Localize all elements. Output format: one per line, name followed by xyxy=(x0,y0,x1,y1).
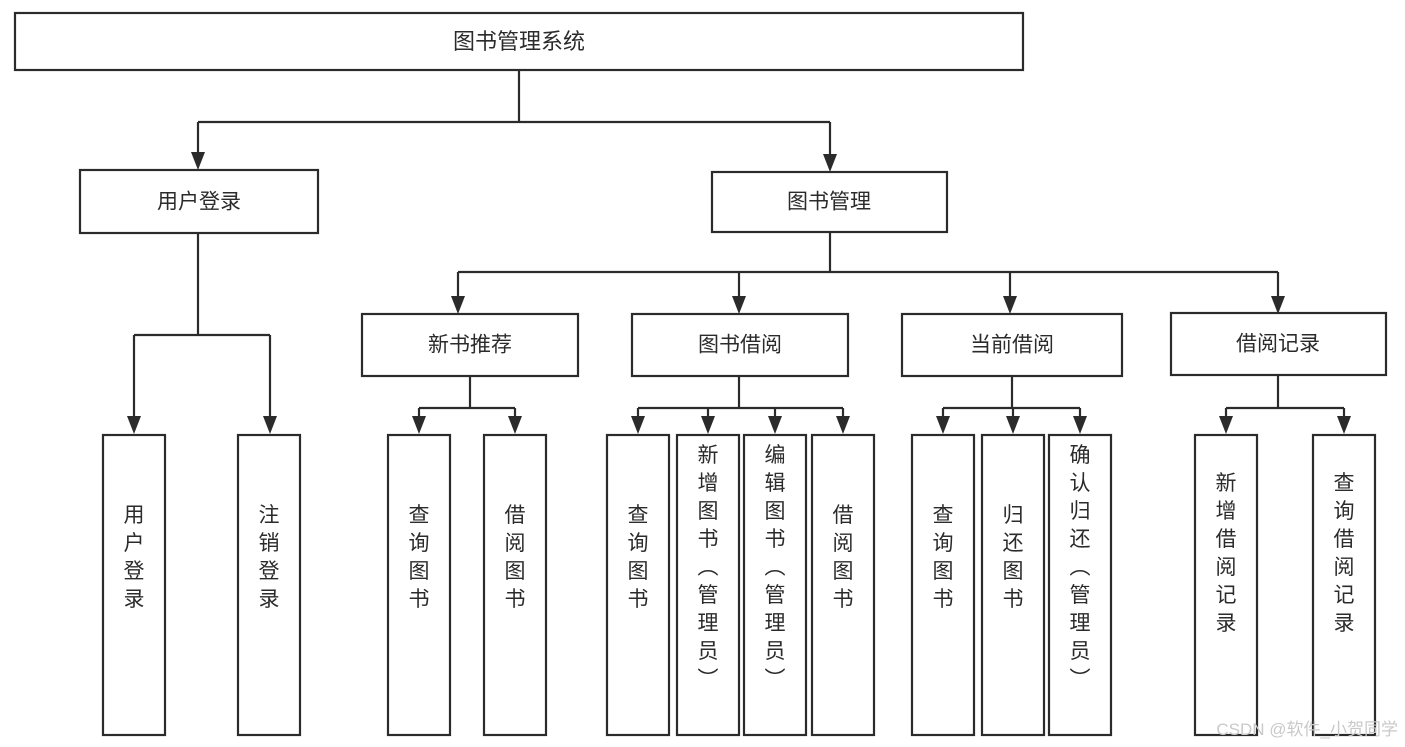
arrowhead-leaf-logout xyxy=(263,416,277,434)
node-new-book-recommend-label: 新书推荐 xyxy=(428,334,512,357)
arrowhead-book-borrow xyxy=(732,296,746,314)
node-book-manage-label: 图书管理 xyxy=(787,191,871,214)
node-book-borrow-box[interactable] xyxy=(630,312,850,378)
leaf-user-login-label: 用户登录 xyxy=(124,504,145,611)
node-book-manage-box[interactable] xyxy=(710,170,949,234)
node-new-book-recommend[interactable]: 新书推荐 xyxy=(360,312,580,378)
leaf-add-record-box[interactable] xyxy=(1193,433,1259,737)
arrowhead-leaf-confirm-return xyxy=(1073,416,1087,434)
leaf-add-book-label: 新增图书︵管理员︶ xyxy=(698,444,719,691)
node-borrow-record[interactable]: 借阅记录 xyxy=(1169,311,1388,377)
leaf-user-login[interactable]: 用户登录 xyxy=(101,433,167,737)
leaf-borrow-book-2[interactable]: 借阅图书 xyxy=(810,433,876,737)
leaf-add-book-box[interactable] xyxy=(675,433,741,737)
node-current-borrow[interactable]: 当前借阅 xyxy=(900,312,1124,378)
leaf-logout-login[interactable]: 注销登录 xyxy=(236,433,302,737)
leaf-query-record[interactable]: 查询借阅记录 xyxy=(1311,433,1377,737)
leaf-edit-book[interactable]: 编辑图书︵管理员︶ xyxy=(742,433,808,737)
leaf-return-book-box[interactable] xyxy=(980,433,1046,737)
leaf-borrow-book-1[interactable]: 借阅图书 xyxy=(482,433,548,737)
arrowhead-user-login xyxy=(191,152,205,170)
node-user-login-box[interactable] xyxy=(78,168,320,235)
leaf-query-book-3-box[interactable] xyxy=(910,433,976,737)
leaf-borrow-book-2-label: 借阅图书 xyxy=(833,504,854,611)
arrowhead-book-manage xyxy=(823,154,837,172)
node-current-borrow-label: 当前借阅 xyxy=(970,334,1054,357)
arrowhead-borrow-record xyxy=(1271,296,1285,314)
leaf-query-book-1[interactable]: 查询图书 xyxy=(386,433,452,737)
arrowhead-leaf-query-book-2 xyxy=(631,416,645,434)
node-borrow-record-label: 借阅记录 xyxy=(1236,333,1320,356)
node-root[interactable]: 图书管理系统 xyxy=(13,11,1025,72)
leaf-logout-login-box[interactable] xyxy=(236,433,302,737)
leaf-borrow-book-2-box[interactable] xyxy=(810,433,876,737)
arrowhead-leaf-borrow-book-2 xyxy=(836,416,850,434)
leaf-return-book[interactable]: 归还图书 xyxy=(980,433,1046,737)
node-user-login[interactable]: 用户登录 xyxy=(78,168,320,235)
leaf-query-book-3[interactable]: 查询图书 xyxy=(910,433,976,737)
leaf-query-book-3-label: 查询图书 xyxy=(933,504,954,611)
leaf-query-record-box[interactable] xyxy=(1311,433,1377,737)
leaf-confirm-return-label: 确认归还︵管理员︶ xyxy=(1070,444,1091,691)
node-book-borrow-label: 图书借阅 xyxy=(698,334,782,357)
leaf-edit-book-box[interactable] xyxy=(742,433,808,737)
leaf-return-book-label: 归还图书 xyxy=(1003,504,1024,611)
leaf-confirm-return-box[interactable] xyxy=(1047,433,1113,737)
leaf-confirm-return[interactable]: 确认归还︵管理员︶ xyxy=(1047,433,1113,737)
leaf-query-book-2-box[interactable] xyxy=(605,433,671,737)
arrowhead-leaf-query-book-3 xyxy=(936,416,950,434)
node-borrow-record-box[interactable] xyxy=(1169,311,1388,377)
leaf-borrow-book-1-label: 借阅图书 xyxy=(505,504,526,611)
leaf-query-book-2[interactable]: 查询图书 xyxy=(605,433,671,737)
arrowhead-leaf-add-book xyxy=(701,416,715,434)
node-book-manage[interactable]: 图书管理 xyxy=(710,170,949,234)
node-new-book-recommend-box[interactable] xyxy=(360,312,580,378)
arrowhead-leaf-borrow-book-1 xyxy=(508,416,522,434)
node-root-label: 图书管理系统 xyxy=(453,29,585,54)
leaf-query-book-1-box[interactable] xyxy=(386,433,452,737)
arrowhead-leaf-add-record xyxy=(1219,416,1233,434)
arrowhead-leaf-user-login xyxy=(127,416,141,434)
leaf-query-book-1-label: 查询图书 xyxy=(409,504,430,611)
leaf-edit-book-label: 编辑图书︵管理员︶ xyxy=(765,444,786,691)
connector-layer xyxy=(127,70,1351,434)
arrowhead-new-book xyxy=(451,296,465,314)
watermark-label: CSDN @软件_小贺同学 xyxy=(1216,720,1398,739)
leaf-add-book[interactable]: 新增图书︵管理员︶ xyxy=(675,433,741,737)
leaf-logout-login-label: 注销登录 xyxy=(259,504,280,611)
leaf-query-book-2-label: 查询图书 xyxy=(628,504,649,611)
leaf-add-record-label: 新增借阅记录 xyxy=(1216,472,1237,635)
node-book-borrow[interactable]: 图书借阅 xyxy=(630,312,850,378)
node-user-login-label: 用户登录 xyxy=(157,191,241,214)
node-current-borrow-box[interactable] xyxy=(900,312,1124,378)
leaf-borrow-book-1-box[interactable] xyxy=(482,433,548,737)
arrowhead-leaf-query-record xyxy=(1337,416,1351,434)
arrowhead-leaf-query-book-1 xyxy=(412,416,426,434)
leaf-user-login-box[interactable] xyxy=(101,433,167,737)
node-root-box[interactable] xyxy=(13,11,1025,72)
arrowhead-leaf-return-book xyxy=(1006,416,1020,434)
arrowhead-leaf-edit-book xyxy=(768,416,782,434)
leaf-query-record-label: 查询借阅记录 xyxy=(1334,472,1355,635)
leaf-add-record[interactable]: 新增借阅记录 xyxy=(1193,433,1259,737)
arrowhead-current-borrow xyxy=(1003,296,1017,314)
